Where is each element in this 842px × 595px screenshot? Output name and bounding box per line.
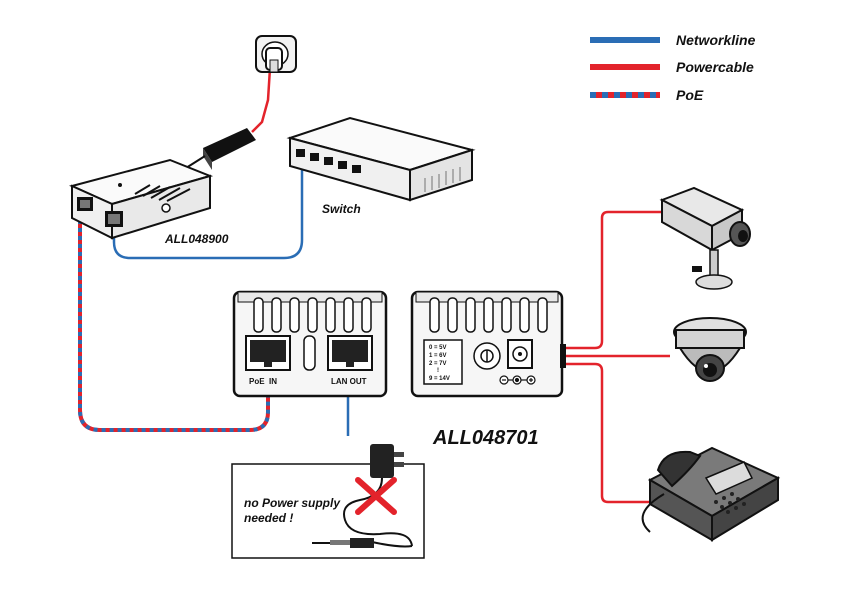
- legend-power-label: Powercable: [676, 59, 754, 75]
- power-cable-phone: [560, 362, 650, 504]
- cables: [78, 67, 670, 504]
- wall-adapter-icon: [312, 444, 413, 548]
- network-cable-switch: [112, 165, 304, 260]
- lan-out-label: LAN OUT: [331, 377, 367, 386]
- splitter-power-side-icon: [410, 290, 566, 398]
- splitter-lan-side-icon: [232, 290, 388, 398]
- dome-camera-icon: [673, 317, 747, 382]
- power-cable-socket: [251, 67, 272, 133]
- legend-poe-label: PoE: [676, 87, 704, 103]
- switch-device-icon: [286, 116, 476, 202]
- injector-label: ALL048900: [164, 232, 229, 246]
- ip-camera-icon: [659, 186, 751, 290]
- power-cable-camera: [560, 210, 662, 350]
- voltage-table-box: [423, 339, 463, 385]
- polarity-symbol-icon: [499, 375, 536, 385]
- cross-icon: [355, 477, 397, 515]
- power-adapter-icon: [185, 128, 256, 170]
- wall-socket-icon: [255, 35, 297, 73]
- voltage-row: 1 = 6V: [429, 353, 447, 359]
- note-line-1: no Power supply: [244, 496, 341, 510]
- voltage-table: 0 = 5V 1 = 6V 2 = 7V ! 9 = 14V: [429, 345, 450, 382]
- voltage-row: 0 = 5V: [429, 345, 447, 351]
- voltage-row: !: [437, 368, 439, 374]
- legend-network-label: Networkline: [676, 32, 756, 48]
- switch-label: Switch: [322, 202, 361, 216]
- poe-cable-blue: [78, 220, 270, 432]
- poe-injector-device-icon: [69, 158, 214, 240]
- note-line-2: needed !: [244, 511, 293, 525]
- voltage-row: 9 = 14V: [429, 376, 450, 382]
- splitter-label: ALL048701: [432, 427, 539, 449]
- ip-phone-icon: [641, 446, 781, 542]
- poe-in-label: PoE IN: [249, 377, 277, 386]
- legend: Networkline Powercable PoE: [590, 32, 756, 103]
- no-power-supply-note: [231, 444, 425, 559]
- voltage-row: 2 = 7V: [429, 361, 447, 367]
